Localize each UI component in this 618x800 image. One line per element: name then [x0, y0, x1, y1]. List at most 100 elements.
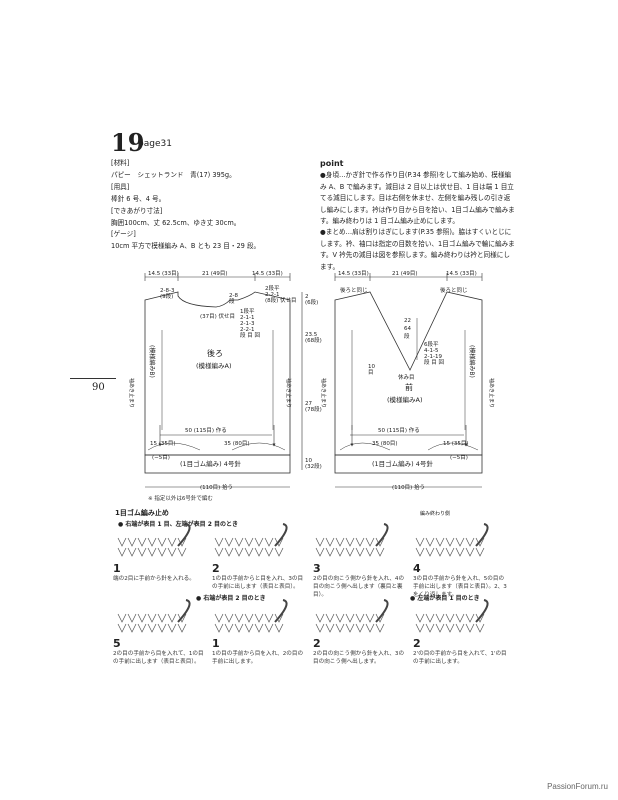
front-top-mid: 21 (49目) [392, 270, 418, 277]
stitch-mark [157, 547, 167, 557]
back-height-e: 10 [305, 458, 312, 464]
front-rib: (1目ゴム編み) 4号針 [372, 459, 433, 468]
step-illustration [117, 599, 191, 633]
front-rest-b: 目 [368, 369, 374, 376]
stitch-mark [234, 623, 244, 633]
watermark: PassionForum.ru [547, 782, 608, 791]
stitch-mark [365, 537, 375, 547]
back-side-top-a: 2 [305, 294, 309, 300]
step-illustration [214, 523, 288, 557]
stitch-mark [435, 547, 445, 557]
stitch-mark [167, 613, 177, 623]
stitch-mark [425, 547, 435, 557]
yarn-strand [475, 523, 489, 547]
stitch-mark [325, 623, 335, 633]
step-number: 1 [113, 562, 121, 575]
step-number: 3 [313, 562, 321, 575]
stitch-mark [214, 537, 224, 547]
stitch-mark [445, 547, 455, 557]
step-illustration [117, 523, 191, 557]
front-top-left: 14.5 (33目) [338, 270, 369, 277]
page-reference: page31 [138, 139, 172, 149]
back-height-d: (78段) [305, 405, 322, 413]
back-rib-band [144, 454, 291, 474]
stitch-mark [355, 547, 365, 557]
yarn-strand [274, 599, 288, 623]
stitch-mark [415, 623, 425, 633]
stitch-mark [445, 537, 455, 547]
back-lower-dec: (−5目) [152, 454, 170, 461]
back-dec-b: 2-1-1 [240, 315, 254, 321]
step-number: 1 [212, 637, 220, 650]
stitch-mark [244, 613, 254, 623]
stitch-mark [435, 613, 445, 623]
stitch-mark [325, 537, 335, 547]
stitch-mark [335, 547, 345, 557]
stitch-mark [224, 623, 234, 633]
stitch-mark [214, 547, 224, 557]
stitch-mark [274, 613, 284, 623]
stitch-mark [147, 537, 157, 547]
stitch-mark [147, 613, 157, 623]
step-number: 2 [313, 637, 321, 650]
front-lower-width: 15 (35目) [443, 440, 469, 447]
front-sleeve-end-left: 袖あき止まり [320, 378, 327, 408]
stitch-mark [325, 613, 335, 623]
back-height-b: (68段) [305, 336, 322, 344]
stitch-mark [274, 623, 284, 633]
stitch-mark [435, 623, 445, 633]
stitch-mark [117, 623, 127, 633]
stitch-mark [445, 613, 455, 623]
point-paragraph: ●身頃…かぎ針で作る作り目(P.34 参照)をして編み始め、模様編み A、B で… [320, 171, 515, 226]
back-bottom: (110目) 拾う [200, 483, 233, 491]
stitch-mark [264, 623, 274, 633]
front-v-dec-a: 6段平 [424, 340, 439, 348]
stitch-mark [177, 537, 187, 547]
materials-line: [用具] [111, 182, 130, 191]
stitch-mark [335, 623, 345, 633]
stitch-mark [375, 537, 385, 547]
stitch-mark [465, 537, 475, 547]
side-page-number: 90 [92, 382, 105, 393]
step-text: 1の目の手前からと目を入れ、3の目の手前に出します（表目と表目）。 [212, 576, 304, 590]
stitch-mark [127, 547, 137, 557]
step-text: 端の2目に手前から針を入れる。 [113, 576, 195, 582]
stitch-mark [274, 537, 284, 547]
yarn-strand [475, 599, 489, 623]
stitch-mark [425, 613, 435, 623]
stitch-mark [415, 547, 425, 557]
back-dec-c: 2-1-3 [240, 321, 255, 327]
stitch-mark [224, 537, 234, 547]
stitch-mark [325, 547, 335, 557]
stitch-mark [335, 537, 345, 547]
front-top-right: 14.5 (33目) [446, 270, 477, 277]
materials-line: パピー シェットランド 青(17) 395g。 [111, 170, 236, 179]
materials-block: [材料] パピー シェットランド 青(17) 395g。 [用具] 棒針 6 号… [111, 158, 311, 253]
step-caption-block: 1 端の2目に手前から針を入れる。 [113, 562, 208, 583]
front-label-right: 後ろと同じ [440, 286, 468, 294]
stitch-mark [254, 547, 264, 557]
front-label-left: 後ろと同じ [340, 286, 368, 294]
stitch-mark [365, 547, 375, 557]
stitch-mark [264, 537, 274, 547]
stitch-mark [254, 623, 264, 633]
back-dec-e: 段 目 回 [240, 331, 260, 339]
materials-line: 10cm 平方で模様編み A、B とも 23 目・29 段。 [111, 242, 261, 251]
front-diagram: 14.5 (33目) 21 (49目) 14.5 (33目) 後ろと同じ 後ろと… [320, 270, 495, 491]
front-band-label: (模様編みB) [468, 345, 476, 378]
back-outline [144, 291, 291, 456]
step-text: 2'の目の手前から目を入れて、1'の目の手前に出します。 [413, 651, 507, 665]
stitch-mark [345, 623, 355, 633]
stitch-mark [234, 547, 244, 557]
stitch-mark [137, 623, 147, 633]
point-paragraph: ●まとめ…肩は割りはぎにします(P.35 参照)。脇はすくいとじにします。衿、袖… [320, 228, 515, 271]
bind-off-title: 1目ゴム編み止め [115, 508, 169, 517]
front-v-a: 22 [404, 318, 411, 324]
stitch-mark [117, 547, 127, 557]
stitch-mark [264, 547, 274, 557]
stitch-mark [137, 537, 147, 547]
back-mid-width: 35 (80目) [224, 440, 250, 447]
back-height-a: 23.5 [305, 332, 318, 338]
back-neck-small-b: 段 [229, 297, 235, 305]
stitch-mark [465, 547, 475, 557]
